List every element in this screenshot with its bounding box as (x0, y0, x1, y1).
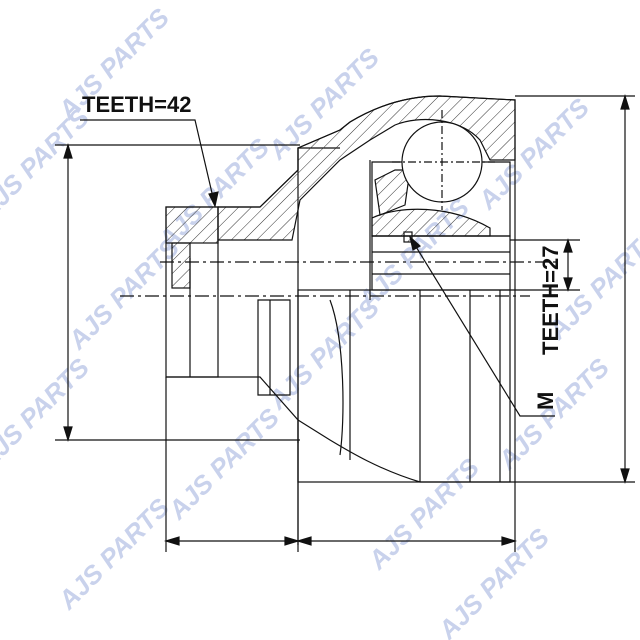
dim-bottom-arrow-2b (501, 536, 518, 546)
label-teeth-27: TEETH=27 (538, 246, 563, 355)
label-thread-m: M (533, 392, 558, 410)
joint-drawing (55, 93, 635, 552)
dim-spline-arrow-top (563, 238, 573, 253)
leader-teeth-42 (80, 119, 216, 207)
dim-spline-arrow-bottom (563, 277, 573, 292)
watermark-logo: AJS PARTS (0, 352, 95, 476)
label-teeth-42: TEETH=42 (82, 92, 191, 117)
watermark-logo: AJS PARTS (162, 402, 286, 526)
dim-bottom-arrow-1a (163, 536, 180, 546)
stub-shaft-spline-hatch (165, 206, 219, 244)
outer-race-shoulder (257, 299, 291, 396)
dim-left-arrow-top (63, 142, 73, 159)
watermark-logo: AJS PARTS (52, 492, 176, 616)
watermark-logo: AJS PARTS (262, 292, 386, 416)
dim-right-arrow-bottom (620, 468, 630, 485)
dim-right-arrow-top (620, 93, 630, 110)
outer-race-curve (329, 299, 344, 456)
watermark-logo: AJS PARTS (62, 232, 186, 356)
bell-housing-hatch (217, 95, 516, 241)
dim-bottom-arrow-2a (295, 536, 312, 546)
watermark-logo: AJS PARTS (362, 452, 486, 576)
leader-thread-m-arrow (408, 235, 422, 251)
leader-teeth-42-arrow (208, 191, 219, 208)
watermark-logo: AJS PARTS (432, 522, 556, 640)
stub-shaft-lower-hatch (171, 242, 191, 289)
leader-thread-m (409, 236, 555, 417)
dim-left-arrow-bottom (63, 426, 73, 443)
inner-spline-tooth (403, 231, 413, 243)
outer-race-body (297, 289, 511, 483)
dim-bottom-arrow-1b (284, 536, 301, 546)
